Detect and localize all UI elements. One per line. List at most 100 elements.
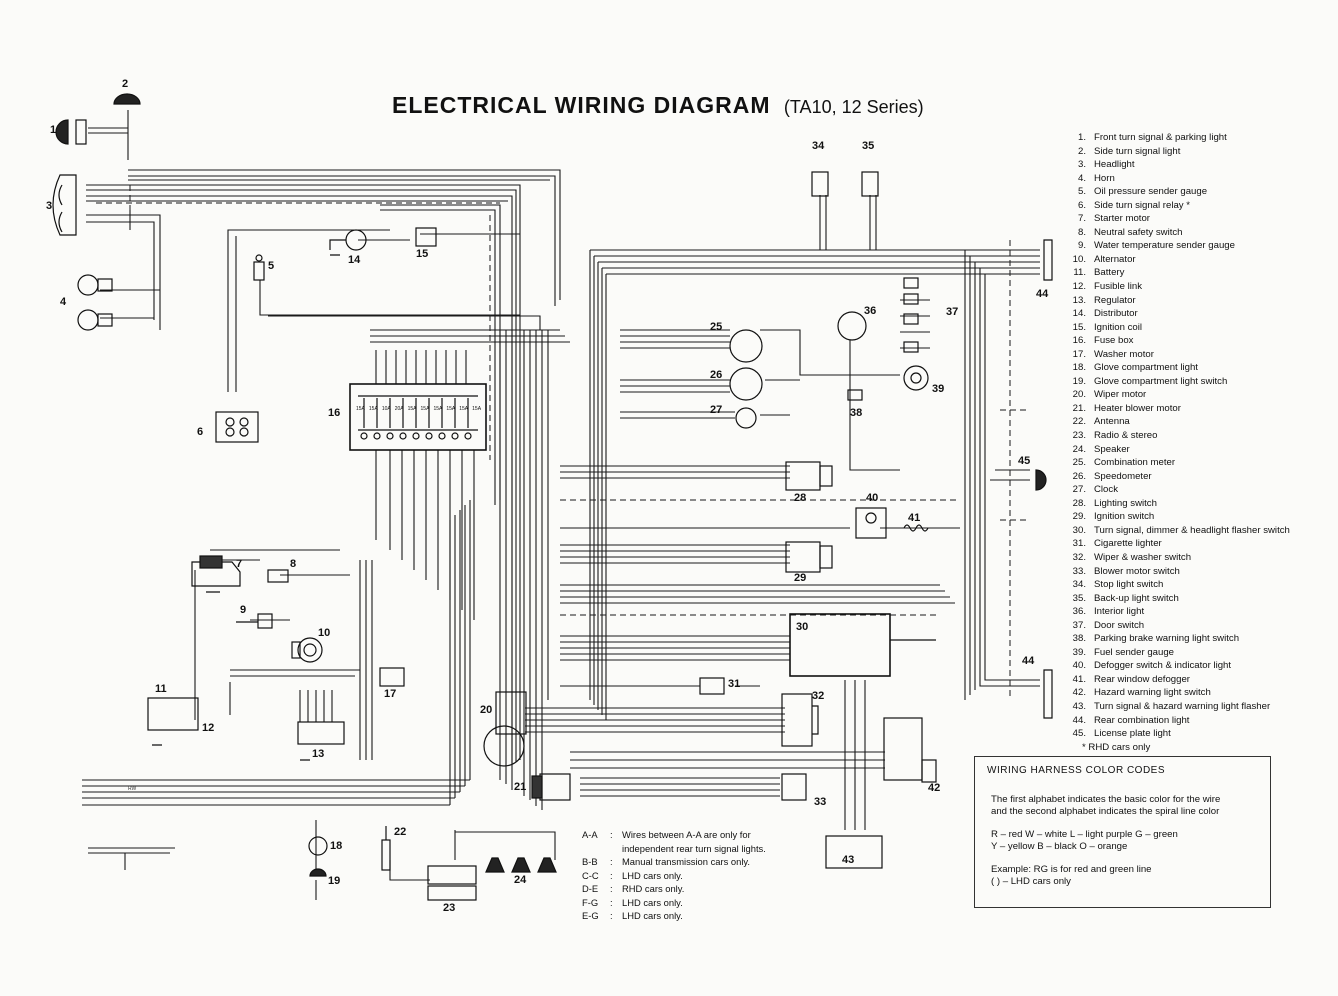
diagram-title: ELECTRICAL WIRING DIAGRAM (TA10, 12 Seri… <box>392 92 924 119</box>
optional-wire-routes <box>96 185 1030 700</box>
title-main: ELECTRICAL WIRING DIAGRAM <box>392 92 771 118</box>
legend-item: 34.Stop light switch <box>1072 579 1164 591</box>
fuse-rating: 20A <box>394 406 404 412</box>
legend-item: 1.Front turn signal & parking light <box>1077 132 1227 143</box>
neutral-safety-switch-icon <box>267 569 289 583</box>
radio-icon <box>427 865 477 901</box>
legend-item: 7.Starter motor <box>1077 213 1150 225</box>
callout-6: 6 <box>197 426 204 438</box>
callout-37: 37 <box>946 306 959 318</box>
color-codes-box: WIRING HARNESS COLOR CODES The first alp… <box>974 756 1271 908</box>
legend-footnote: * RHD cars only <box>1082 741 1151 753</box>
legend-item: 2.Side turn signal light <box>1077 145 1181 157</box>
fuel-sender-icon <box>903 365 929 391</box>
callout-26: 26 <box>710 369 723 381</box>
legend-item: 30.Turn signal, dimmer & headlight flash… <box>1072 524 1290 536</box>
flasher-icon <box>825 835 883 869</box>
side-turn-signal-light-icon <box>113 93 141 105</box>
water-temp-sender-icon <box>236 613 273 629</box>
callout-28: 28 <box>794 492 807 504</box>
legend-item: 12.Fusible link <box>1072 281 1142 293</box>
note-row: independent rear turn signal lights. <box>622 842 766 854</box>
wiper-switch-icon <box>781 693 819 747</box>
callout-12: 12 <box>202 722 215 734</box>
rear-combination-light-icon <box>1043 239 1053 719</box>
callout-30: 30 <box>796 621 809 633</box>
note-row: A-A:Wires between A-A are only for <box>582 829 751 840</box>
callout-1: 1 <box>50 124 57 136</box>
blower-switch-icon <box>781 773 807 801</box>
fuse-rating: 15A <box>459 406 469 412</box>
legend-item: 31.Cigarette lighter <box>1072 538 1162 550</box>
legend-item: 35.Back-up light switch <box>1072 592 1179 604</box>
callout-16: 16 <box>328 407 341 419</box>
legend-item: 25.Combination meter <box>1072 457 1176 469</box>
component-legend: 1.Front turn signal & parking light 2.Si… <box>1062 131 1290 754</box>
note-row: C-C:LHD cars only. <box>582 869 683 881</box>
wire-color-code: RW <box>128 786 137 792</box>
legend-item: 27.Clock <box>1072 484 1118 496</box>
callout-32: 32 <box>812 690 825 702</box>
callout-22: 22 <box>394 826 407 838</box>
wire-harness <box>82 110 1040 900</box>
legend-item: 40.Defogger switch & indicator light <box>1072 660 1232 672</box>
legend-item: 44.Rear combination light <box>1072 714 1190 726</box>
callout-34: 34 <box>812 140 825 152</box>
ignition-switch-icon <box>785 541 833 573</box>
note-row: D-E:RHD cars only. <box>582 883 685 894</box>
washer-motor-icon <box>379 667 405 687</box>
fuse-rating: 15A <box>472 406 482 412</box>
color-codes-heading: WIRING HARNESS COLOR CODES <box>987 765 1166 776</box>
legend-item: 45.License plate light <box>1072 728 1171 740</box>
stop-light-switch-icon <box>811 171 879 197</box>
callout-14: 14 <box>348 254 361 266</box>
fuse-rating: 15A <box>368 406 378 412</box>
legend-item: 16.Fuse box <box>1072 335 1134 347</box>
fuse-rating: 15A <box>407 406 417 412</box>
hazard-switch-icon <box>883 717 937 783</box>
wiper-motor-icon <box>483 691 527 767</box>
callout-44-top: 44 <box>1036 288 1049 300</box>
callout-41: 41 <box>908 512 921 524</box>
legend-item: 9.Water temperature sender gauge <box>1077 240 1235 252</box>
callout-18: 18 <box>330 840 343 852</box>
callout-29: 29 <box>794 572 807 584</box>
fuse-rating: 15A <box>356 406 365 412</box>
note-row: E-G:LHD cars only. <box>582 910 683 921</box>
legend-item: 33.Blower motor switch <box>1072 565 1180 577</box>
callout-4: 4 <box>60 296 67 308</box>
battery-icon <box>147 697 199 731</box>
callout-13: 13 <box>312 748 325 760</box>
callout-20: 20 <box>480 704 493 716</box>
callout-43: 43 <box>842 854 855 866</box>
defogger-switch-icon <box>855 507 887 539</box>
callout-45: 45 <box>1018 455 1031 467</box>
callout-8: 8 <box>290 558 297 570</box>
callout-36: 36 <box>864 305 877 317</box>
legend-item: 43.Turn signal & hazard warning light fl… <box>1072 700 1271 712</box>
relay-icon <box>215 411 259 443</box>
headlight-icon <box>52 174 77 236</box>
distributor-icon <box>329 229 367 251</box>
regulator-icon <box>297 721 345 745</box>
starter-motor-icon <box>191 555 241 587</box>
legend-item: 4.Horn <box>1077 172 1115 184</box>
callout-38: 38 <box>850 407 863 419</box>
fuse-rating: 10A <box>381 406 391 412</box>
legend-item: 10.Alternator <box>1072 253 1136 265</box>
alternator-icon <box>291 637 323 663</box>
legend-item: 42.Hazard warning light switch <box>1072 687 1211 699</box>
turn-signal-switch-icon <box>789 613 936 677</box>
legend-item: 39.Fuel sender gauge <box>1072 646 1175 658</box>
legend-item: 28.Lighting switch <box>1072 497 1157 509</box>
legend-item: 24.Speaker <box>1072 443 1130 455</box>
speaker-icon <box>485 857 557 873</box>
legend-item: 5.Oil pressure sender gauge <box>1077 186 1208 198</box>
wiring-notes: A-A:Wires between A-A are only for indep… <box>582 828 766 923</box>
callout-31: 31 <box>728 678 741 690</box>
lighting-switch-icon <box>785 461 833 491</box>
legend-item: 21.Heater blower motor <box>1072 402 1181 414</box>
component-symbols <box>52 93 1053 901</box>
callout-21: 21 <box>514 781 527 793</box>
legend-item: 41.Rear window defogger <box>1072 673 1190 685</box>
